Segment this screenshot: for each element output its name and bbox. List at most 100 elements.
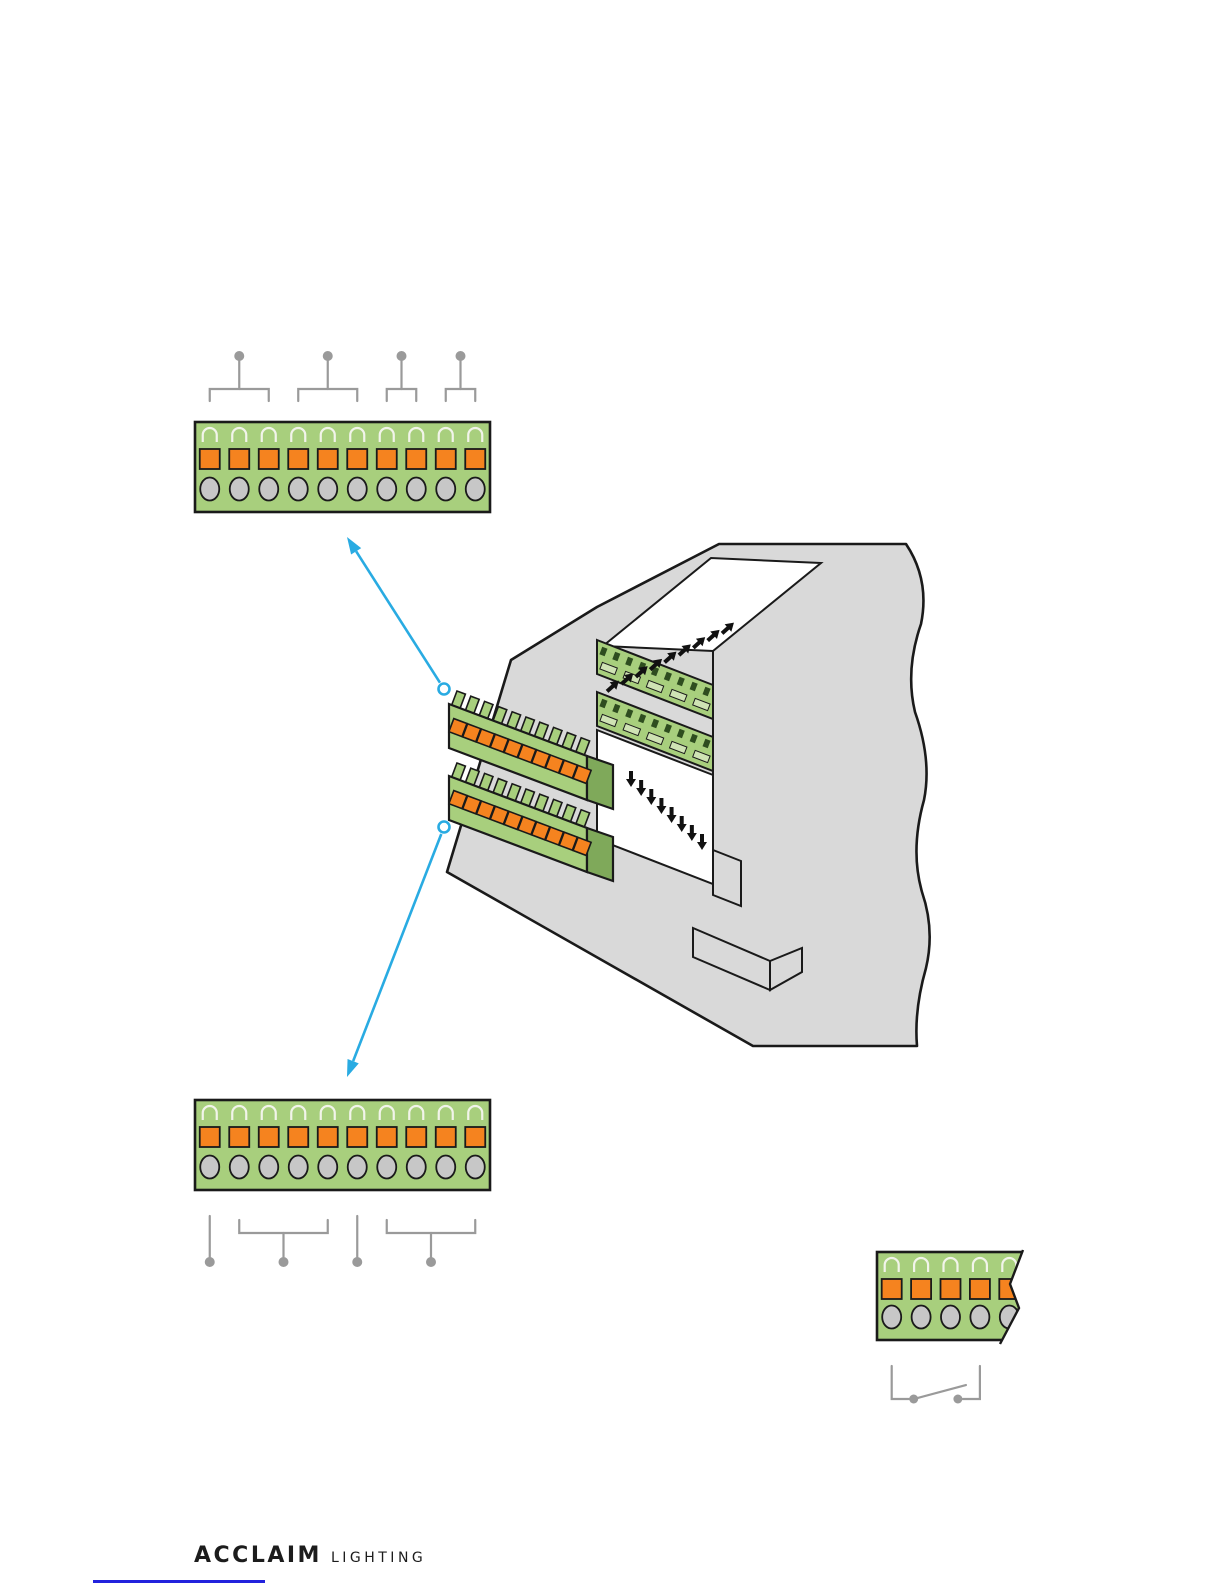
junction-dot bbox=[234, 351, 245, 361]
junction-dot bbox=[204, 1257, 215, 1267]
release-tab bbox=[349, 426, 366, 442]
push-button bbox=[464, 1126, 487, 1148]
wire-entry bbox=[910, 1304, 932, 1330]
socket-slot bbox=[599, 661, 618, 676]
pin-slot bbox=[612, 651, 621, 662]
junction-dot bbox=[455, 351, 466, 361]
brand-name: ACCLAIM bbox=[194, 1543, 322, 1568]
push-button bbox=[939, 1278, 962, 1300]
push-button bbox=[434, 448, 457, 470]
connector-body bbox=[875, 1250, 1023, 1342]
push-button bbox=[198, 1126, 221, 1148]
terminal-plug-lower bbox=[447, 761, 615, 883]
release-tab bbox=[231, 426, 248, 442]
wire-entry bbox=[228, 1154, 250, 1180]
pin-slot bbox=[599, 698, 608, 709]
wire-entry bbox=[464, 476, 486, 502]
pin-arrow-icon bbox=[686, 825, 697, 841]
pin-arrow-icon bbox=[676, 816, 687, 832]
callout-origin-dot bbox=[437, 820, 451, 834]
hyperlink-underline[interactable] bbox=[93, 1580, 265, 1583]
wire-entry bbox=[199, 1154, 221, 1180]
pin-slot bbox=[689, 681, 698, 692]
pin-slot bbox=[638, 713, 647, 724]
push-button bbox=[375, 448, 398, 470]
push-button bbox=[1029, 1279, 1049, 1299]
bridge-wire bbox=[444, 387, 477, 403]
socket-slot bbox=[645, 679, 665, 694]
pin-slot bbox=[702, 738, 711, 749]
release-tab bbox=[1032, 1258, 1046, 1272]
wire-entry bbox=[376, 476, 398, 502]
wire-entry bbox=[258, 1154, 280, 1180]
socket-slot bbox=[668, 740, 688, 755]
mount-step bbox=[712, 848, 742, 908]
push-button bbox=[257, 1126, 280, 1148]
push-button bbox=[572, 764, 593, 785]
mount-foot bbox=[769, 946, 803, 992]
push-button bbox=[228, 1126, 251, 1148]
push-button bbox=[257, 448, 280, 470]
pin-slot bbox=[625, 656, 634, 667]
socket-slot bbox=[645, 731, 665, 746]
torn-edge bbox=[998, 1249, 1025, 1345]
wire-entry bbox=[435, 476, 457, 502]
push-button bbox=[228, 448, 251, 470]
wire-entry bbox=[940, 1304, 961, 1330]
push-button bbox=[998, 1278, 1021, 1300]
callout-arrowhead-icon bbox=[347, 537, 362, 555]
wire-entry bbox=[199, 476, 221, 502]
release-tab bbox=[971, 1256, 988, 1272]
brand-logo: ACCLAIM LIGHTING bbox=[194, 1543, 426, 1568]
callout-arrowhead-icon bbox=[347, 1058, 359, 1077]
release-tab bbox=[467, 426, 484, 442]
switch-contact bbox=[909, 1394, 919, 1404]
pin-slot bbox=[663, 723, 672, 734]
socket-slot bbox=[599, 713, 618, 728]
switch-blade bbox=[912, 1383, 968, 1401]
push-button bbox=[405, 1126, 428, 1148]
release-tab bbox=[378, 1104, 395, 1120]
switch-contact bbox=[953, 1394, 963, 1404]
release-tab bbox=[260, 1104, 277, 1120]
callout-origin-dot bbox=[437, 682, 451, 696]
pin-slot bbox=[625, 708, 634, 719]
pin-arrow-icon bbox=[697, 834, 707, 850]
relay-switch-schematic bbox=[890, 1364, 981, 1404]
switch-lead-left bbox=[890, 1364, 910, 1401]
wire-entry bbox=[464, 1154, 486, 1180]
junction-dot bbox=[278, 1257, 289, 1267]
push-button bbox=[346, 1126, 369, 1148]
release-tab bbox=[942, 1256, 959, 1272]
pin-arrow-icon bbox=[626, 771, 636, 787]
wire-entry bbox=[376, 1154, 398, 1180]
junction-dot bbox=[426, 1257, 436, 1267]
release-tab bbox=[913, 1256, 930, 1272]
socket-slot bbox=[668, 688, 688, 703]
pin-slot bbox=[612, 703, 621, 714]
push-button bbox=[198, 448, 221, 470]
push-button bbox=[464, 448, 487, 470]
wire-entry bbox=[405, 476, 427, 502]
brand-suffix: LIGHTING bbox=[330, 1550, 427, 1566]
callout-line bbox=[351, 833, 443, 1062]
pin-slot bbox=[599, 646, 608, 657]
top-connector-wiring-schematic bbox=[208, 351, 477, 403]
release-tab bbox=[290, 426, 307, 442]
device-top-label bbox=[600, 556, 824, 653]
socket-slot bbox=[622, 722, 642, 737]
release-tab bbox=[349, 1104, 366, 1120]
junction-dot bbox=[352, 1257, 363, 1267]
release-tab bbox=[290, 1104, 307, 1120]
wire-entry bbox=[317, 1154, 339, 1180]
release-tab bbox=[201, 426, 218, 442]
release-tab bbox=[1001, 1256, 1018, 1272]
pin-arrow-icon bbox=[666, 807, 677, 823]
release-tab bbox=[201, 1104, 218, 1120]
plug-end-cap bbox=[585, 754, 615, 811]
pin-slot bbox=[663, 671, 672, 682]
socket-slot bbox=[692, 749, 711, 764]
switch-lead-right bbox=[961, 1364, 981, 1401]
